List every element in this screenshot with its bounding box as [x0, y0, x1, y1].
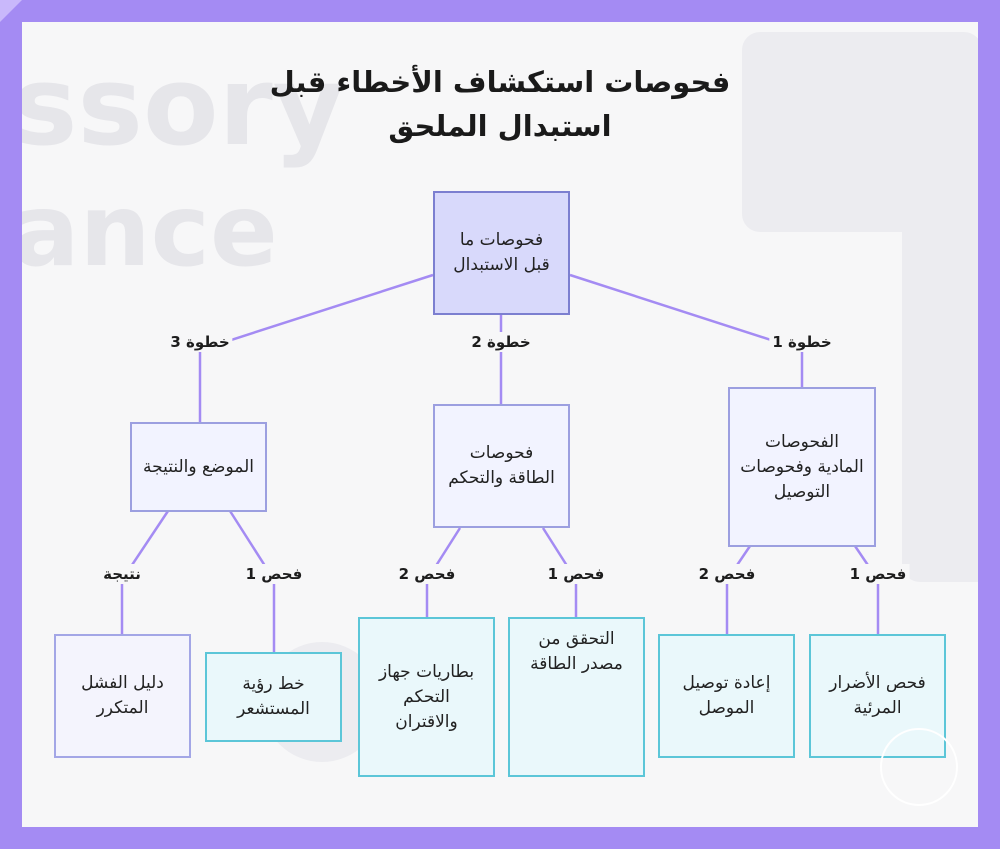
edge-label-physical-check1: فحص 1 — [846, 564, 910, 584]
node-reconnect-connector: إعادة توصيل الموصل — [658, 634, 795, 758]
background-shape — [902, 202, 978, 582]
edge-root-step3 — [198, 273, 434, 422]
edge-label-step3: خطوة 3 — [167, 332, 233, 352]
node-power-source: التحقق من مصدر الطاقة — [508, 617, 645, 777]
node-controller-batteries: بطاريات جهاز التحكم والاقتران — [358, 617, 495, 777]
logo-seal — [880, 728, 958, 806]
node-sensor-line-of-sight: خط رؤية المستشعر — [205, 652, 342, 742]
node-root: فحوصات ما قبل الاستبدال — [433, 191, 570, 315]
edge-label-power-check1: فحص 1 — [544, 564, 608, 584]
edge-physical-check1 — [853, 545, 880, 634]
frame-corner-decoration — [0, 0, 22, 22]
edge-root-step1 — [569, 273, 804, 387]
edge-label-step1: خطوة 1 — [769, 332, 835, 352]
edge-label-placement-result: نتيجة — [100, 564, 144, 584]
node-physical-checks: الفحوصات المادية وفحوصات التوصيل — [728, 387, 876, 547]
edge-label-physical-check2: فحص 2 — [695, 564, 759, 584]
background-watermark: ance — [22, 172, 278, 289]
edge-label-step2: خطوة 2 — [468, 332, 534, 352]
node-placement-result: الموضع والنتيجة — [130, 422, 267, 512]
title-line-1: فحوصات استكشاف الأخطاء قبل — [269, 65, 731, 99]
node-failure-guide: دليل الفشل المتكرر — [54, 634, 191, 758]
edge-label-placement-check1: فحص 1 — [242, 564, 306, 584]
background-shape — [742, 32, 978, 232]
edge-label-power-check2: فحص 2 — [395, 564, 459, 584]
edge-physical-check2 — [725, 545, 752, 634]
diagram-title: فحوصات استكشاف الأخطاء قبل استبدال الملح… — [0, 60, 1000, 148]
title-line-2: استبدال الملحق — [388, 109, 612, 143]
background-watermark: ssory — [22, 42, 345, 170]
node-power-checks: فحوصات الطاقة والتحكم — [433, 404, 570, 528]
